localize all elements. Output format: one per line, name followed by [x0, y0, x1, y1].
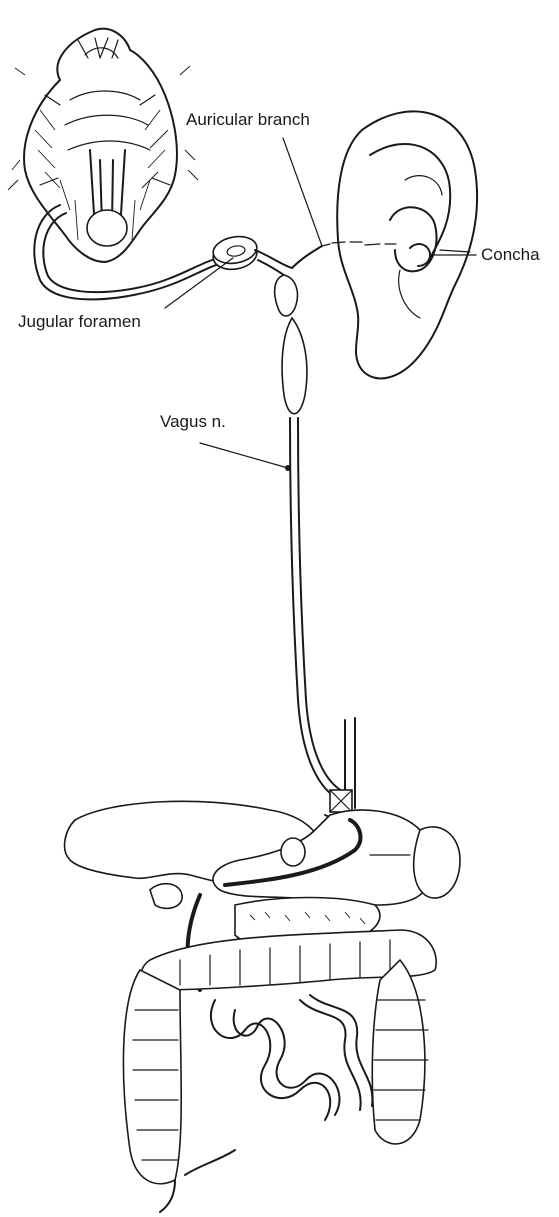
jugular-foramen-ring — [211, 233, 259, 272]
auricular-branch-label: Auricular branch — [186, 111, 310, 128]
vagus-nerve-label: Vagus n. — [160, 413, 226, 430]
auricular-branch-leader — [283, 138, 322, 246]
concha-label: Concha — [481, 246, 540, 263]
brainstem-illustration — [8, 29, 230, 300]
ear-illustration — [337, 111, 477, 378]
abdominal-organs-illustration — [65, 718, 460, 1212]
jugular-foramen-label: Jugular foramen — [18, 313, 141, 330]
vagus-nerve-trunk — [255, 242, 362, 800]
vagus-leader — [200, 443, 288, 468]
